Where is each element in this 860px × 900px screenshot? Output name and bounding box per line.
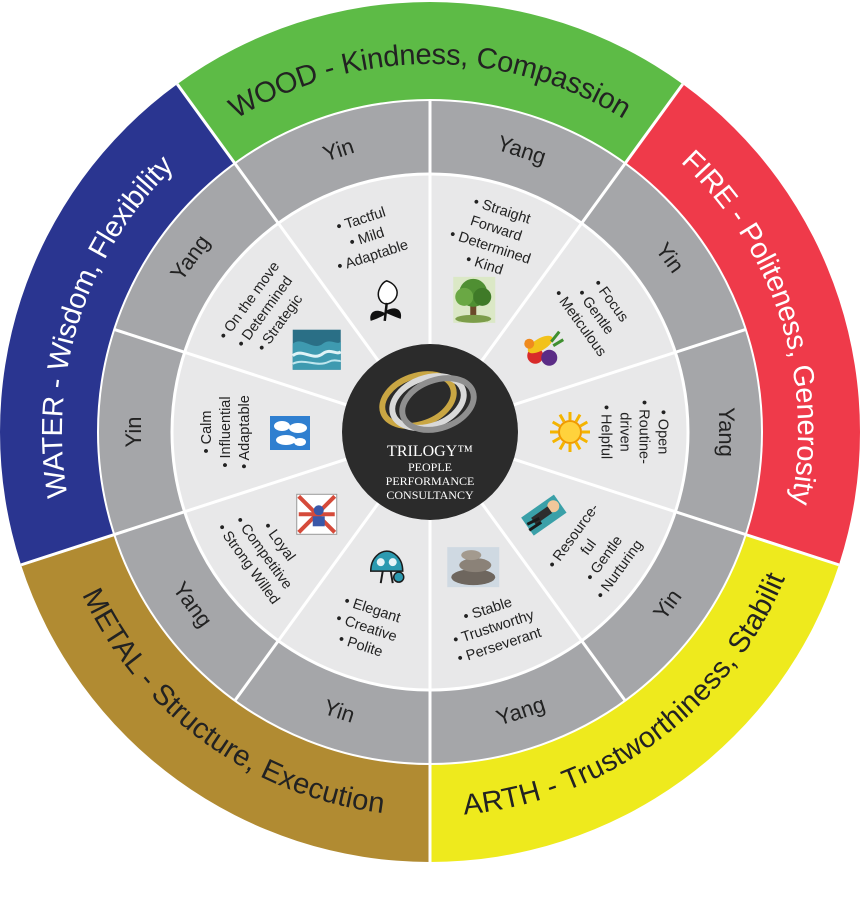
ring-metal-yin	[234, 640, 430, 764]
logo-line-2: PEOPLE	[408, 460, 452, 474]
ring-water-yang	[114, 163, 279, 353]
ring-border	[97, 99, 763, 765]
element-sector-ring	[0, 2, 860, 862]
ring-fire-yang	[675, 329, 762, 535]
logo-line-3: PERFORMANCE	[386, 474, 475, 488]
bells-icon	[369, 550, 405, 584]
waves-icon	[291, 329, 342, 370]
divider-line	[233, 502, 380, 702]
divider-line	[480, 502, 627, 702]
ring-earth-yang	[430, 640, 626, 764]
sector-dividers	[20, 83, 840, 862]
trilogy-rings-logo-icon	[379, 371, 477, 433]
ring-water-yin	[98, 329, 185, 535]
relaxing-person-icon	[521, 494, 567, 536]
ring-wood-yang	[430, 100, 626, 224]
yinyang-label-fire-1: Yang	[714, 407, 739, 457]
divider-line	[513, 327, 747, 407]
sector-earth	[430, 534, 839, 862]
ice-icon	[270, 416, 310, 450]
sector-fire	[625, 84, 860, 565]
ring-wood-yin	[234, 100, 430, 224]
ring-earth-yin	[581, 511, 746, 701]
trait-list-water-0: • Calm• Influential• Adaptable	[199, 395, 253, 469]
sector-metal	[21, 534, 431, 862]
logo-line-4: CONSULTANCY	[386, 488, 474, 502]
center-logo: TRILOGY™ PEOPLE PERFORMANCE CONSULTANCY	[342, 344, 518, 520]
stacked-rocks-icon	[447, 547, 500, 588]
sun-icon	[550, 412, 590, 452]
fruit-icon	[524, 330, 565, 366]
ring-border	[170, 172, 690, 692]
trait-icons	[270, 276, 590, 588]
trait-list-fire-1: • Open• Routine-driven• Helpful	[598, 400, 671, 464]
sector-wood	[177, 2, 683, 164]
logo-line-1: TRILOGY™	[387, 443, 473, 460]
calla-lily-icon	[370, 280, 402, 321]
yinyang-label-water-0: Yin	[121, 417, 146, 448]
tree-icon	[453, 276, 496, 323]
divider-line	[113, 327, 347, 407]
sector-water	[0, 84, 235, 565]
traits-earth-yin	[481, 459, 676, 641]
ring-fire-yin	[581, 163, 746, 353]
traits-metal-yin	[278, 503, 430, 690]
yin-yang-ring	[98, 100, 762, 764]
steel-worker-icon	[296, 493, 338, 535]
ring-metal-yang	[114, 511, 279, 701]
